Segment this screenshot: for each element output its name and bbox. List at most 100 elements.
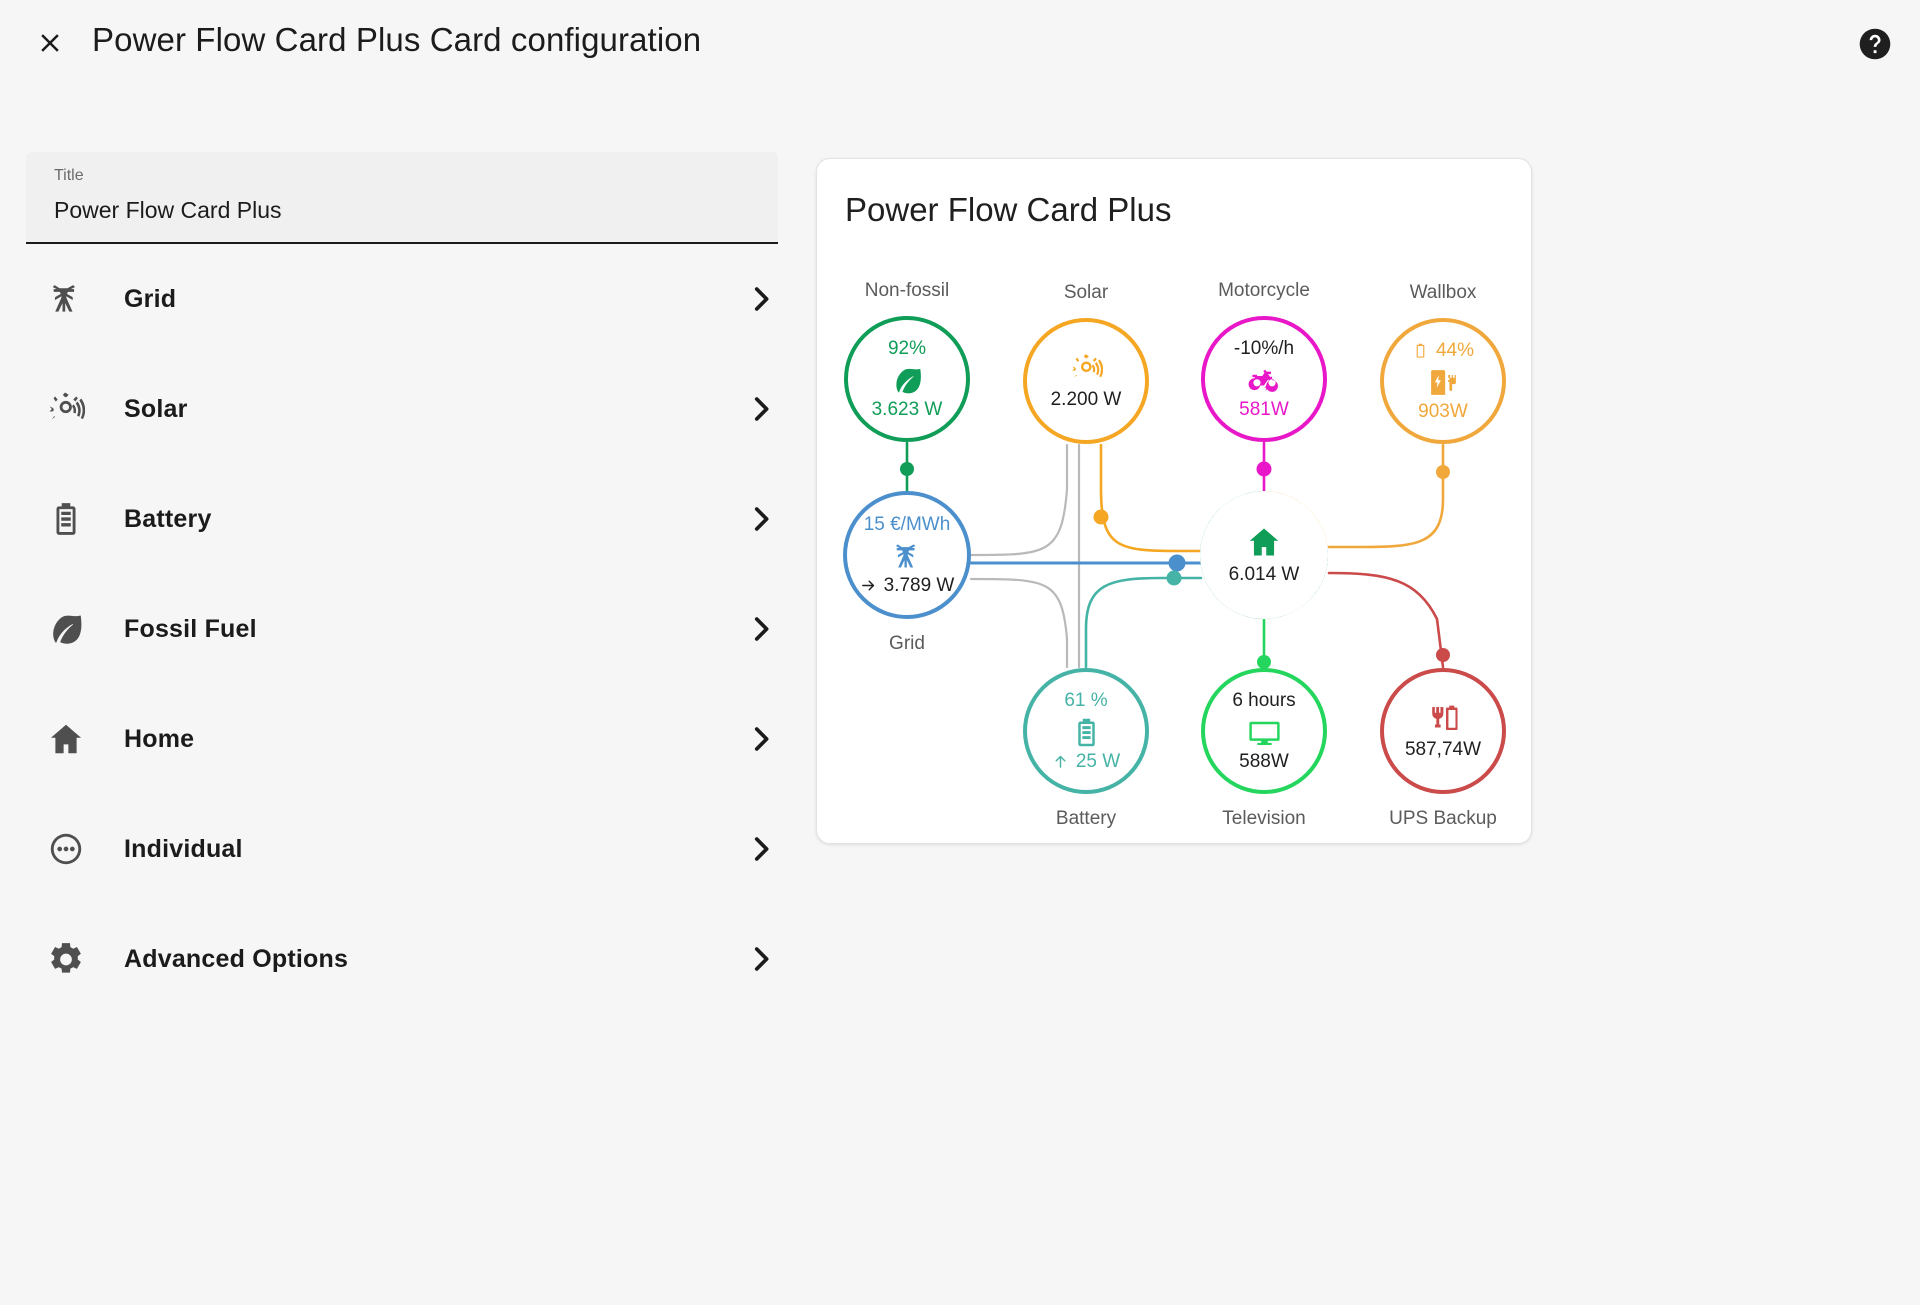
flow-dot-ups <box>1436 648 1450 662</box>
config-row-battery[interactable]: Battery <box>26 464 778 574</box>
flow-node-top-value: -10%/h <box>1233 337 1295 359</box>
leaf-icon <box>891 364 924 397</box>
flow-dot-nonfossil <box>900 462 914 476</box>
arrow-up-icon <box>1052 753 1069 770</box>
line-solar-home <box>1099 443 1204 553</box>
ev-charger-icon <box>1427 366 1460 399</box>
home-icon <box>1246 524 1282 560</box>
config-row-label: Fossil Fuel <box>124 614 257 643</box>
flow-node-circle-solar[interactable]: 2.200 W <box>1023 318 1149 444</box>
power-flow-diagram: 92% 3.623 W Non-fossil 2.200 W Solar -10%/h 58… <box>817 159 1531 843</box>
dialog-header: Power Flow Card Plus Card configuration <box>0 0 1920 88</box>
flow-node-bottom-value: 6.014 W <box>1228 564 1300 585</box>
flow-node-top-value: 61 % <box>1064 689 1108 711</box>
config-row-label: Grid <box>124 284 177 313</box>
chevron-right-icon[interactable] <box>744 282 778 316</box>
flow-node-top-value: 92% <box>887 337 927 359</box>
config-row-fossil-fuel[interactable]: Fossil Fuel <box>26 574 778 684</box>
config-row-home[interactable]: Home <box>26 684 778 794</box>
television-icon <box>1248 716 1281 749</box>
page-title: Power Flow Card Plus Card configuration <box>92 21 702 58</box>
card-preview: Power Flow Card Plus 92% 3.623 W Non-fossi… <box>816 158 1532 844</box>
solar-power-icon <box>44 387 88 431</box>
line-home-ups <box>1327 571 1445 669</box>
chevron-right-icon[interactable] <box>744 502 778 536</box>
flow-dot-wallbox <box>1436 465 1450 479</box>
help-circle-icon <box>1857 26 1893 65</box>
flow-node-bottom-value: 3.789 W <box>883 574 955 596</box>
flow-node-top-value: 44% <box>1435 339 1475 361</box>
flow-node-bottom-value: 587,74W <box>1404 738 1482 760</box>
arrow-right-icon <box>860 577 877 594</box>
flow-node-top-value: 15 €/MWh <box>863 513 951 535</box>
gear-icon <box>44 937 88 981</box>
battery-small-icon <box>1412 342 1429 359</box>
chevron-right-icon[interactable] <box>744 942 778 976</box>
config-row-label: Battery <box>124 504 212 533</box>
flow-node-bottom-value: 588W <box>1239 750 1289 772</box>
line-solar-grid-inactive <box>969 443 1069 557</box>
config-row-label: Individual <box>124 834 243 863</box>
title-input-field[interactable]: Title Power Flow Card Plus <box>26 152 778 244</box>
flow-dot-solar <box>1093 509 1109 525</box>
flow-node-circle-television[interactable]: 6 hours 588W <box>1201 668 1327 794</box>
close-dialog-button[interactable] <box>26 20 74 68</box>
flow-dot-grid <box>1168 554 1186 572</box>
config-row-label: Advanced Options <box>124 944 349 973</box>
flow-node-circle-home[interactable]: 6.014 W <box>1200 491 1328 619</box>
title-input-value: Power Flow Card Plus <box>54 197 282 223</box>
flow-node-bottom-value: 3.623 W <box>871 398 943 420</box>
flow-node-caption-wallbox: Wallbox <box>1409 282 1477 303</box>
config-row-individual[interactable]: Individual <box>26 794 778 904</box>
close-icon <box>35 28 65 61</box>
flow-node-caption-battery: Battery <box>1055 808 1117 829</box>
flow-node-circle-motorcycle[interactable]: -10%/h 581W <box>1201 316 1327 442</box>
home-icon <box>44 717 88 761</box>
flow-node-bottom-value: 903W <box>1418 400 1468 422</box>
solar-power-icon <box>1070 352 1103 385</box>
flow-dot-motorcycle <box>1256 461 1272 477</box>
dots-circle-icon <box>44 827 88 871</box>
battery-icon <box>1070 716 1103 749</box>
flow-node-circle-non-fossil[interactable]: 92% 3.623 W <box>844 316 970 442</box>
flow-node-caption-motorcycle: Motorcycle <box>1218 280 1310 301</box>
flow-node-caption-grid: Grid <box>889 633 925 654</box>
help-button[interactable] <box>1854 24 1896 66</box>
flow-node-circle-grid[interactable]: 15 €/MWh 3.789 W <box>843 491 971 619</box>
flow-node-circle-battery[interactable]: 61 % 25 W <box>1023 668 1149 794</box>
leaf-icon <box>44 607 88 651</box>
motorcycle-electric-icon <box>1248 364 1281 397</box>
config-row-solar[interactable]: Solar <box>26 354 778 464</box>
title-input-label: Title <box>54 167 84 184</box>
chevron-right-icon[interactable] <box>744 722 778 756</box>
config-row-label: Home <box>124 724 195 753</box>
transmission-tower-icon <box>891 540 924 573</box>
flow-dot-battery <box>1166 570 1182 586</box>
flow-node-caption-non-fossil: Non-fossil <box>864 280 950 301</box>
transmission-tower-icon <box>44 277 88 321</box>
preview-card-title: Power Flow Card Plus <box>845 191 1172 228</box>
flow-node-caption-ups-backup: UPS Backup <box>1389 808 1497 829</box>
line-wallbox-home <box>1327 443 1445 549</box>
chevron-right-icon[interactable] <box>744 392 778 426</box>
flow-node-caption-solar: Solar <box>1063 282 1109 303</box>
flow-node-top-value: 6 hours <box>1232 689 1296 711</box>
flow-node-bottom-value: 2.200 W <box>1050 388 1122 410</box>
chevron-right-icon[interactable] <box>744 612 778 646</box>
chevron-right-icon[interactable] <box>744 832 778 866</box>
flow-dot-television <box>1257 655 1271 669</box>
flow-node-circle-ups-backup[interactable]: 587,74W <box>1380 668 1506 794</box>
battery-icon <box>44 497 88 541</box>
config-row-advanced-options[interactable]: Advanced Options <box>26 904 778 1014</box>
flow-node-caption-television: Television <box>1222 808 1306 829</box>
line-battery-home <box>1084 576 1203 669</box>
flow-node-bottom-value: 25 W <box>1075 750 1121 772</box>
config-row-label: Solar <box>124 394 188 423</box>
flow-node-circle-wallbox[interactable]: 44% 903W <box>1380 318 1506 444</box>
power-plug-battery-icon <box>1427 702 1460 735</box>
flow-node-bottom-value: 581W <box>1239 398 1289 420</box>
line-battery-grid-inactive <box>969 577 1069 669</box>
config-row-grid[interactable]: Grid <box>26 244 778 354</box>
